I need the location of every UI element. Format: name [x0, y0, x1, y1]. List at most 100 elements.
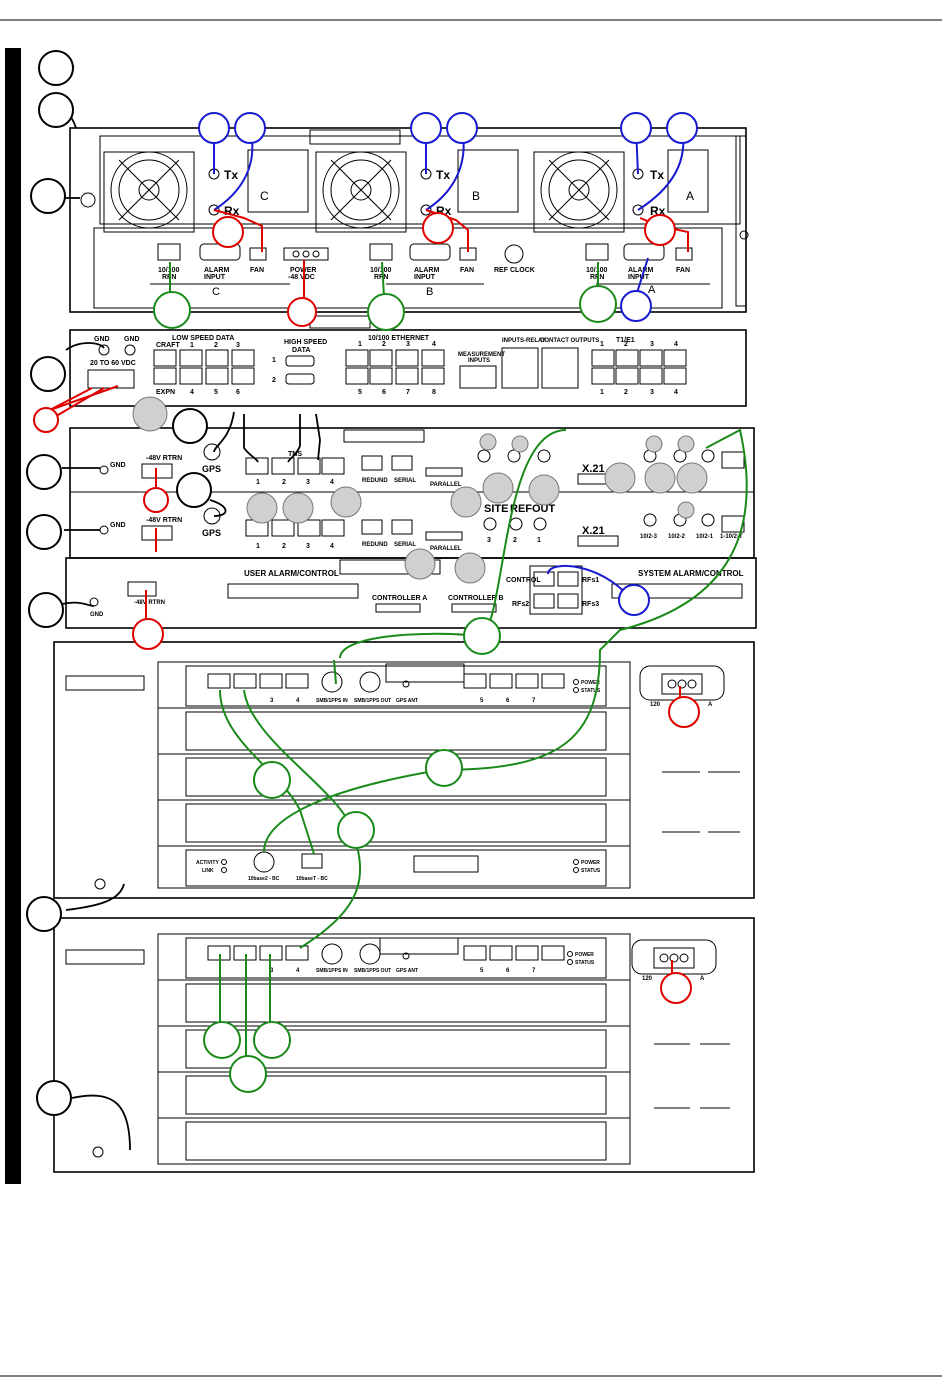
c1-psu-right: A: [708, 702, 713, 708]
c1-smb-in[interactable]: [321, 671, 343, 693]
rfn-sub-b: RFN: [374, 274, 388, 281]
redund-port-1[interactable]: [361, 455, 383, 471]
hs-data-port-2[interactable]: [285, 373, 315, 385]
c2-psu-right: A: [700, 976, 705, 982]
c1-psu-left: 120: [650, 702, 661, 708]
alarm-label-a: ALARM: [628, 267, 653, 274]
eth-port-card2[interactable]: [721, 515, 745, 533]
callout-gps-2: [176, 472, 212, 508]
redund-port-2[interactable]: [361, 519, 383, 535]
fan-conn-c[interactable]: [249, 247, 267, 261]
rfn-port-c[interactable]: [157, 243, 181, 261]
expn-label: EXPN: [156, 389, 175, 396]
gps-conn-1[interactable]: [203, 443, 221, 461]
c2-gps-ant[interactable]: [402, 952, 410, 960]
tx-label-b: Tx: [436, 168, 450, 182]
ref-clock-label: REF CLOCK: [494, 267, 535, 274]
system-alarm-conn[interactable]: [611, 583, 743, 599]
callout-9: [36, 1080, 72, 1116]
alarm-input-b[interactable]: [409, 243, 451, 261]
redund-label-2: REDUND: [362, 542, 388, 548]
tns2-port-3: 3: [306, 543, 310, 550]
tns1-port-4: 4: [330, 479, 334, 486]
tns-ports-2[interactable]: [245, 519, 345, 537]
serial-port-1[interactable]: [391, 455, 413, 471]
ethernet-ports[interactable]: [345, 349, 445, 385]
chassis2-eth-ports-right[interactable]: [463, 945, 565, 961]
power-conn-panel[interactable]: [127, 581, 157, 597]
rfn-port-b[interactable]: [369, 243, 393, 261]
tns1-port-3: 3: [306, 479, 310, 486]
chassis2-eth-ports-left[interactable]: [207, 945, 309, 961]
rfs1-label: RFs1: [582, 577, 599, 584]
site-label: SITE: [484, 503, 508, 515]
parallel-port-2[interactable]: [425, 531, 463, 541]
hs-port-1: 1: [272, 357, 276, 364]
t1-top-2: 2: [624, 341, 628, 348]
ethernet-label: 10/100 ETHERNET: [368, 335, 430, 342]
ref-conn[interactable]: [509, 517, 523, 531]
low-speed-ports[interactable]: [153, 349, 255, 385]
c2-port-4: 4: [296, 968, 300, 974]
redund-label-1: REDUND: [362, 478, 388, 484]
c1-status-label: STATUS: [581, 688, 601, 694]
site-conn[interactable]: [483, 517, 497, 531]
c2-smb-out[interactable]: [359, 943, 381, 965]
contact-outputs-label: CONTACT OUTPUTS: [540, 338, 599, 344]
power-conn[interactable]: [283, 247, 329, 261]
c1-smb-out[interactable]: [359, 671, 381, 693]
controller-a-label: CONTROLLER A: [372, 595, 427, 602]
fan-c: [103, 151, 195, 233]
c1-ac-inlet[interactable]: [639, 665, 725, 701]
alarm-input-a[interactable]: [623, 243, 665, 261]
rfs2-port[interactable]: [533, 593, 555, 609]
section-label-c: C: [260, 189, 269, 203]
ls-bot-6: 6: [236, 389, 240, 396]
fan-a: [533, 151, 625, 233]
user-alarm-conn[interactable]: [227, 583, 359, 599]
controller-a-conn[interactable]: [375, 603, 421, 613]
c1-gps-ant[interactable]: [402, 680, 410, 688]
eth-bot-6: 6: [382, 389, 386, 396]
fan-conn-a[interactable]: [675, 247, 693, 261]
inputs-relay-label: INPUTS-RELAY: [502, 338, 546, 344]
c2-status-label: STATUS: [575, 960, 595, 966]
tns-ports-1[interactable]: [245, 457, 345, 475]
c2-psu-left: 120: [642, 976, 653, 982]
x21-port-2[interactable]: [577, 535, 619, 547]
chassis1-eth-ports-right[interactable]: [463, 673, 565, 689]
gnd-label-1: GND: [94, 336, 110, 343]
eth-top-2: 2: [382, 341, 386, 348]
hs-data-port-1[interactable]: [285, 355, 315, 367]
ref-clock-conn[interactable]: [504, 244, 524, 264]
gps-label-1: GPS: [202, 464, 221, 474]
sub-label-b: B: [426, 286, 433, 298]
out-conn[interactable]: [533, 517, 547, 531]
parallel-port-1[interactable]: [425, 467, 463, 477]
c1-10base2-conn[interactable]: [253, 851, 275, 873]
t1e1-ports[interactable]: [591, 349, 687, 385]
c2-ac-inlet[interactable]: [631, 939, 717, 975]
serial-port-2[interactable]: [391, 519, 413, 535]
volt-label: 20 TO 60 VDC: [90, 360, 136, 367]
c2-smb-in[interactable]: [321, 943, 343, 965]
eth-port-card1[interactable]: [721, 451, 745, 469]
c1-10baset-conn[interactable]: [301, 853, 323, 869]
controller-b-conn[interactable]: [451, 603, 497, 613]
eth-bot-8: 8: [432, 389, 436, 396]
control-port[interactable]: [533, 571, 555, 587]
c1-smb-out-label: SMB/1PPS OUT: [354, 698, 391, 704]
low-speed-label: LOW SPEED DATA: [172, 335, 234, 342]
rfn-port-a[interactable]: [585, 243, 609, 261]
t1-bot-4: 4: [674, 389, 678, 396]
callout-4: [30, 356, 66, 392]
rfs1-port[interactable]: [557, 571, 579, 587]
chassis1-eth-ports-left[interactable]: [207, 673, 309, 689]
tx-label-a: Tx: [650, 168, 664, 182]
bnc-label-2: 10/2-2: [668, 534, 686, 540]
gnd-label-5: GND: [90, 612, 104, 618]
c2-smb-out-label: SMB/1PPS OUT: [354, 968, 391, 974]
rfs3-port[interactable]: [557, 593, 579, 609]
t1-bot-3: 3: [650, 389, 654, 396]
